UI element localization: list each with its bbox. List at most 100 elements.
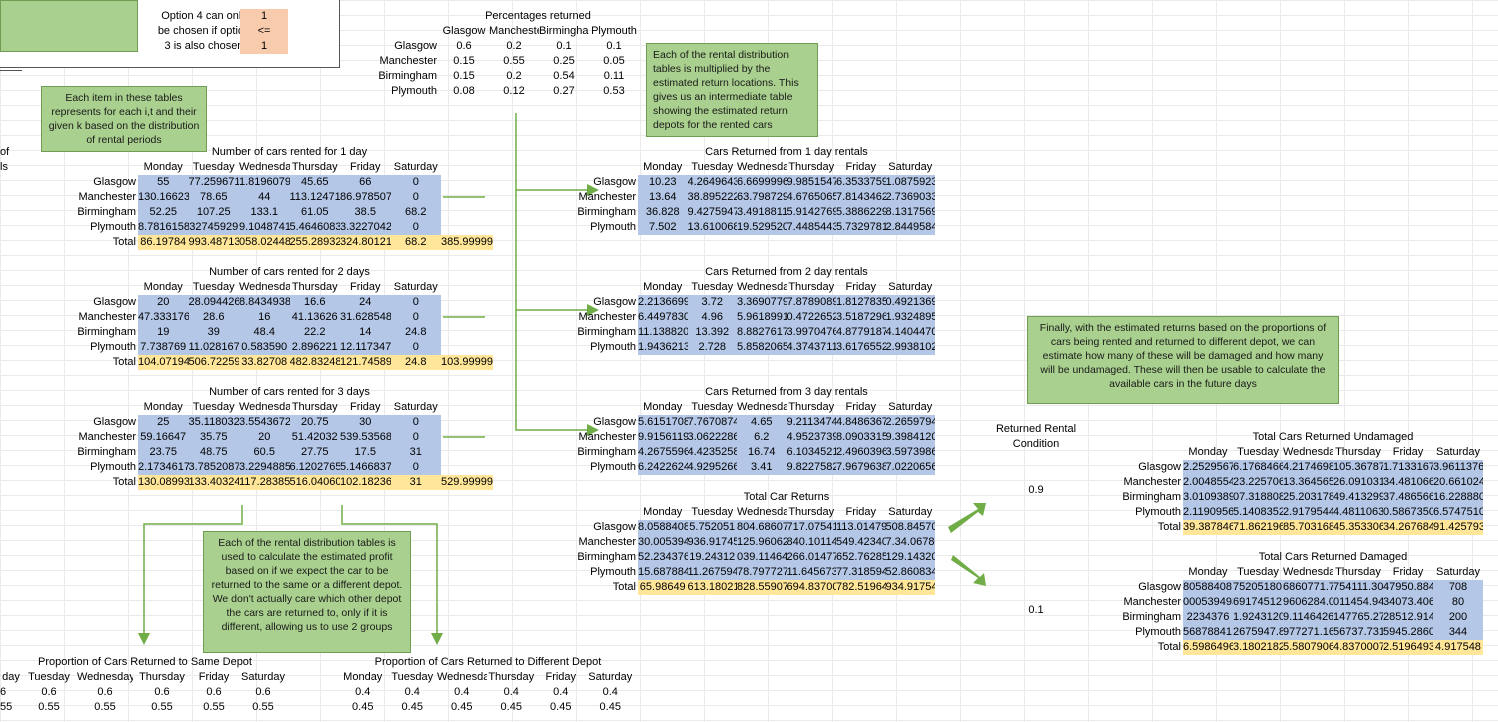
returned-2day-cell[interactable]: 4.3743711 [786, 340, 836, 355]
diff-depot-cell[interactable]: 0.4 [503, 686, 519, 698]
returned-2day-cell[interactable]: 2.9938102 [885, 340, 935, 355]
total-returns-cell[interactable]: 30.005394 [638, 535, 688, 550]
pct-cell[interactable]: 0.15 [453, 70, 475, 82]
diff-depot-cell[interactable]: 0.4 [553, 686, 569, 698]
undamaged-cell[interactable]: 25.203178 [1283, 490, 1333, 505]
rented-3day-cell[interactable]: 20 [239, 430, 290, 445]
rented-3day-cell[interactable]: 51.42032 [289, 430, 340, 445]
rented-1day-cell[interactable]: 78.65 [188, 190, 239, 205]
undamaged-total-cell[interactable]: 39.387846 [1183, 520, 1233, 535]
rented-1day-total-cell[interactable]: 255.28932 [289, 235, 340, 250]
rented-1day-cell[interactable]: 86.978507 [340, 190, 391, 205]
returned-2day-cell[interactable]: 2.728 [687, 340, 737, 355]
rented-2day-cell[interactable]: 0 [390, 310, 441, 325]
undamaged-cell[interactable]: 2.1190956 [1183, 505, 1233, 520]
undamaged-total-cell[interactable]: 91.425793 [1433, 520, 1483, 535]
total-returns-cell[interactable]: 52.860834 [885, 565, 935, 580]
rented-1day-cell[interactable]: 133.1 [239, 205, 290, 220]
damaged-cell[interactable]: 754111.301 [1333, 580, 1383, 595]
total-returns-cell[interactable]: 804.68607 [737, 520, 787, 535]
rented-3day-cell[interactable]: 20.75 [289, 415, 340, 430]
damaged-total-cell[interactable]: 4.917548 [1433, 640, 1483, 655]
returned-2day-cell[interactable]: 1.9436213 [638, 340, 688, 355]
damaged-cell[interactable]: 9606284.01 [1283, 595, 1333, 610]
total-returns-cell[interactable]: 508.845708 [885, 520, 935, 535]
damaged-cell[interactable]: 011454.942 [1333, 595, 1383, 610]
rented-2day-cell[interactable]: 19 [138, 325, 189, 340]
rented-3day-cell[interactable]: 17.5 [340, 445, 391, 460]
rented-2day-cell[interactable]: 0 [390, 340, 441, 355]
returned-3day-cell[interactable]: 3.5973986 [885, 445, 935, 460]
condition-undamaged-rate[interactable]: 0.9 [1028, 484, 1044, 496]
rented-3day-cell[interactable]: 3.7852087 [188, 460, 239, 475]
total-returns-cell[interactable]: 936.91745 [687, 535, 737, 550]
returned-1day-cell[interactable]: 9.9851547 [786, 175, 836, 190]
diff-depot-cell[interactable]: 0.4 [454, 686, 470, 698]
returned-3day-cell[interactable]: 5.6151708 [638, 415, 688, 430]
total-returns-cell[interactable]: 11.267594 [687, 565, 737, 580]
pct-cell[interactable]: 0.1 [606, 40, 622, 52]
rented-3day-cell[interactable]: 30 [340, 415, 391, 430]
returned-2day-cell[interactable]: 4.1404470 [885, 325, 935, 340]
rented-2day-total-cell[interactable]: 482.83248 [289, 355, 340, 370]
option-value-3[interactable]: 1 [240, 39, 288, 54]
rented-1day-cell[interactable]: 68.2 [390, 205, 441, 220]
damaged-cell[interactable]: 000539493. [1183, 595, 1233, 610]
rented-1day-grand-total[interactable]: 385.99999 [441, 235, 493, 250]
same-depot-cell[interactable]: 0.55 [151, 701, 173, 713]
returned-1day-cell[interactable]: 6.3533759 [836, 175, 886, 190]
rented-1day-cell[interactable]: 107.25 [188, 205, 239, 220]
returned-1day-cell[interactable]: 9.4275947 [687, 205, 737, 220]
rented-1day-cell[interactable]: 130.166234 [138, 190, 189, 205]
returned-1day-cell[interactable]: 3.4918811 [737, 205, 787, 220]
total-returns-cell[interactable]: 717.07541 [786, 520, 836, 535]
same-depot-cell[interactable]: 0.6 [41, 686, 57, 698]
returned-3day-cell[interactable]: 9.9156119 [638, 430, 688, 445]
returned-3day-cell[interactable]: 2.2659794 [885, 415, 935, 430]
undamaged-cell[interactable]: 2.2529567 [1183, 460, 1233, 475]
undamaged-cell[interactable]: 37.486566 [1383, 490, 1433, 505]
rented-2day-cell[interactable]: 28.094426 [188, 295, 239, 310]
pct-cell[interactable]: 0.11 [603, 70, 625, 82]
undamaged-cell[interactable]: 6.1768466 [1233, 460, 1283, 475]
undamaged-cell[interactable]: 105.367870 [1333, 460, 1383, 475]
pct-cell[interactable]: 0.27 [553, 85, 575, 97]
rented-3day-total-cell[interactable]: 31 [390, 475, 441, 490]
returned-2day-cell[interactable]: 4.8779187 [836, 325, 886, 340]
pct-cell[interactable]: 0.15 [453, 55, 475, 67]
rented-3day-cell[interactable]: 27.75 [289, 445, 340, 460]
returned-3day-cell[interactable]: 7.0220656 [885, 460, 935, 475]
rented-3day-cell[interactable]: 6.1202765 [289, 460, 340, 475]
rented-3day-cell[interactable]: 25 [138, 415, 189, 430]
rented-2day-total-cell[interactable]: 506.72259 [188, 355, 239, 370]
condition-damaged-rate[interactable]: 0.1 [1028, 604, 1044, 616]
returned-1day-cell[interactable]: 5.3886229 [836, 205, 886, 220]
rented-3day-cell[interactable]: 5.1466837 [340, 460, 391, 475]
rented-3day-cell[interactable]: 31 [390, 445, 441, 460]
rented-1day-cell[interactable]: 61.05 [289, 205, 340, 220]
returned-2day-cell[interactable]: 1.9324895 [885, 310, 935, 325]
returned-1day-cell[interactable]: 5.9142769 [786, 205, 836, 220]
diff-depot-cell[interactable]: 0.45 [500, 701, 522, 713]
total-returns-cell[interactable]: 11.645673 [786, 565, 836, 580]
undamaged-cell[interactable]: 34.481066 [1383, 475, 1433, 490]
rented-2day-cell[interactable]: 39 [188, 325, 239, 340]
rented-2day-cell[interactable]: 41.13626 [289, 310, 340, 325]
undamaged-total-cell[interactable]: 85.703168 [1283, 520, 1333, 535]
total-returns-cell[interactable]: 129.14320 [885, 550, 935, 565]
damaged-cell[interactable]: 47950.8845 [1383, 580, 1433, 595]
returned-3day-cell[interactable]: 6.2 [737, 430, 787, 445]
returned-2day-cell[interactable]: 0.4921369 [885, 295, 935, 310]
pct-cell[interactable]: 0.2 [506, 70, 522, 82]
damaged-cell[interactable]: 708 [1433, 580, 1483, 595]
returned-3day-cell[interactable]: 4.4235258 [687, 445, 737, 460]
rented-2day-grand-total[interactable]: 103.99999 [441, 355, 493, 370]
rented-2day-total-cell[interactable]: 104.07194 [138, 355, 189, 370]
total-returns-total-cell[interactable]: 934.91754 [885, 580, 935, 595]
rented-2day-cell[interactable]: 11.028167 [188, 340, 239, 355]
rented-2day-cell[interactable]: 24.8 [390, 325, 441, 340]
total-returns-cell[interactable]: 266.01477 [786, 550, 836, 565]
returned-1day-cell[interactable]: 7.4485443 [786, 220, 836, 235]
